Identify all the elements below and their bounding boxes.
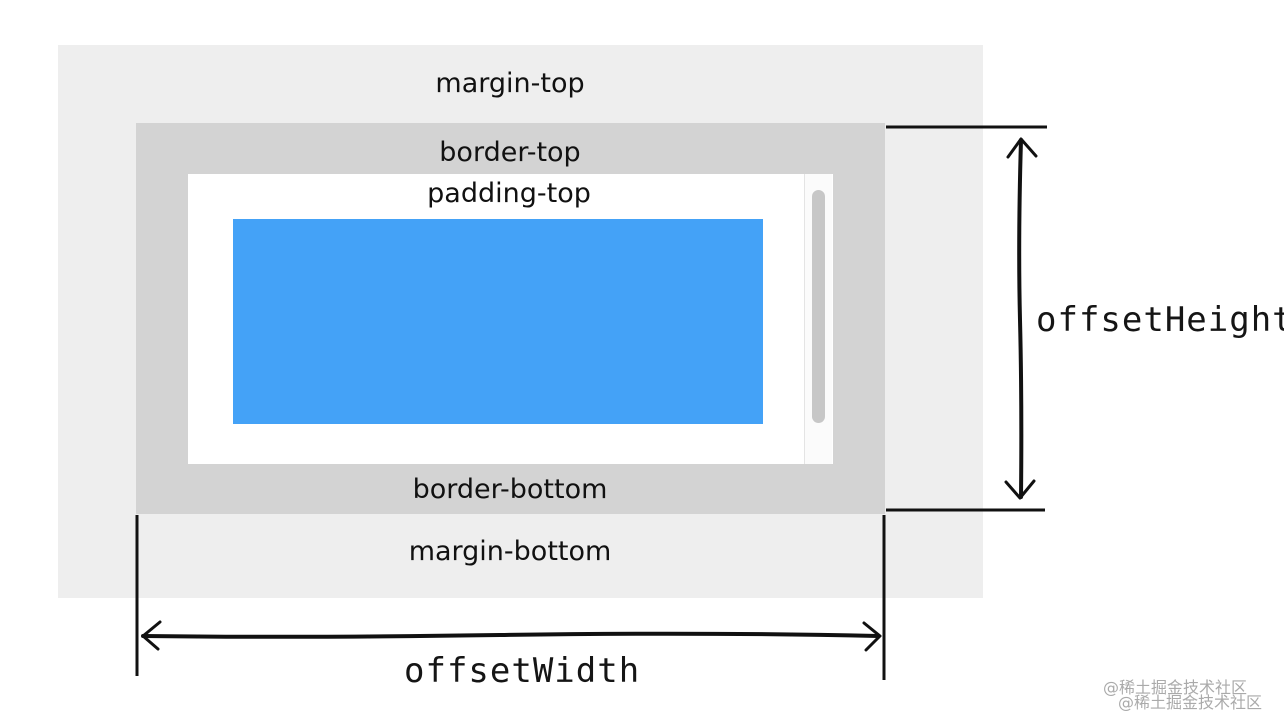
offset-width-arrow-shaft [141,631,880,639]
scrollbar-thumb[interactable] [812,190,825,423]
content-area [233,219,763,424]
margin-top-label: margin-top [435,68,585,99]
margin-bottom-label: margin-bottom [408,536,612,567]
offset-height-arrow-head-top [1006,137,1038,159]
padding-top-label: padding-top [427,178,591,209]
watermark: @稀土掘金技术社区 [1103,678,1248,697]
offset-height-arrow-head-bottom [1004,479,1036,500]
watermark-shadow: @稀土掘金技术社区 [1118,693,1263,712]
offset-width-label: offsetWidth [404,651,641,691]
offset-width-arrow-head-right [862,621,882,652]
border-top-label: border-top [439,137,581,168]
border-bottom-label: border-bottom [412,474,608,505]
offset-width-arrow-head-left [141,620,162,651]
offset-height-arrow-shaft [1017,138,1024,499]
offset-height-label: offsetHeight [1036,300,1284,340]
